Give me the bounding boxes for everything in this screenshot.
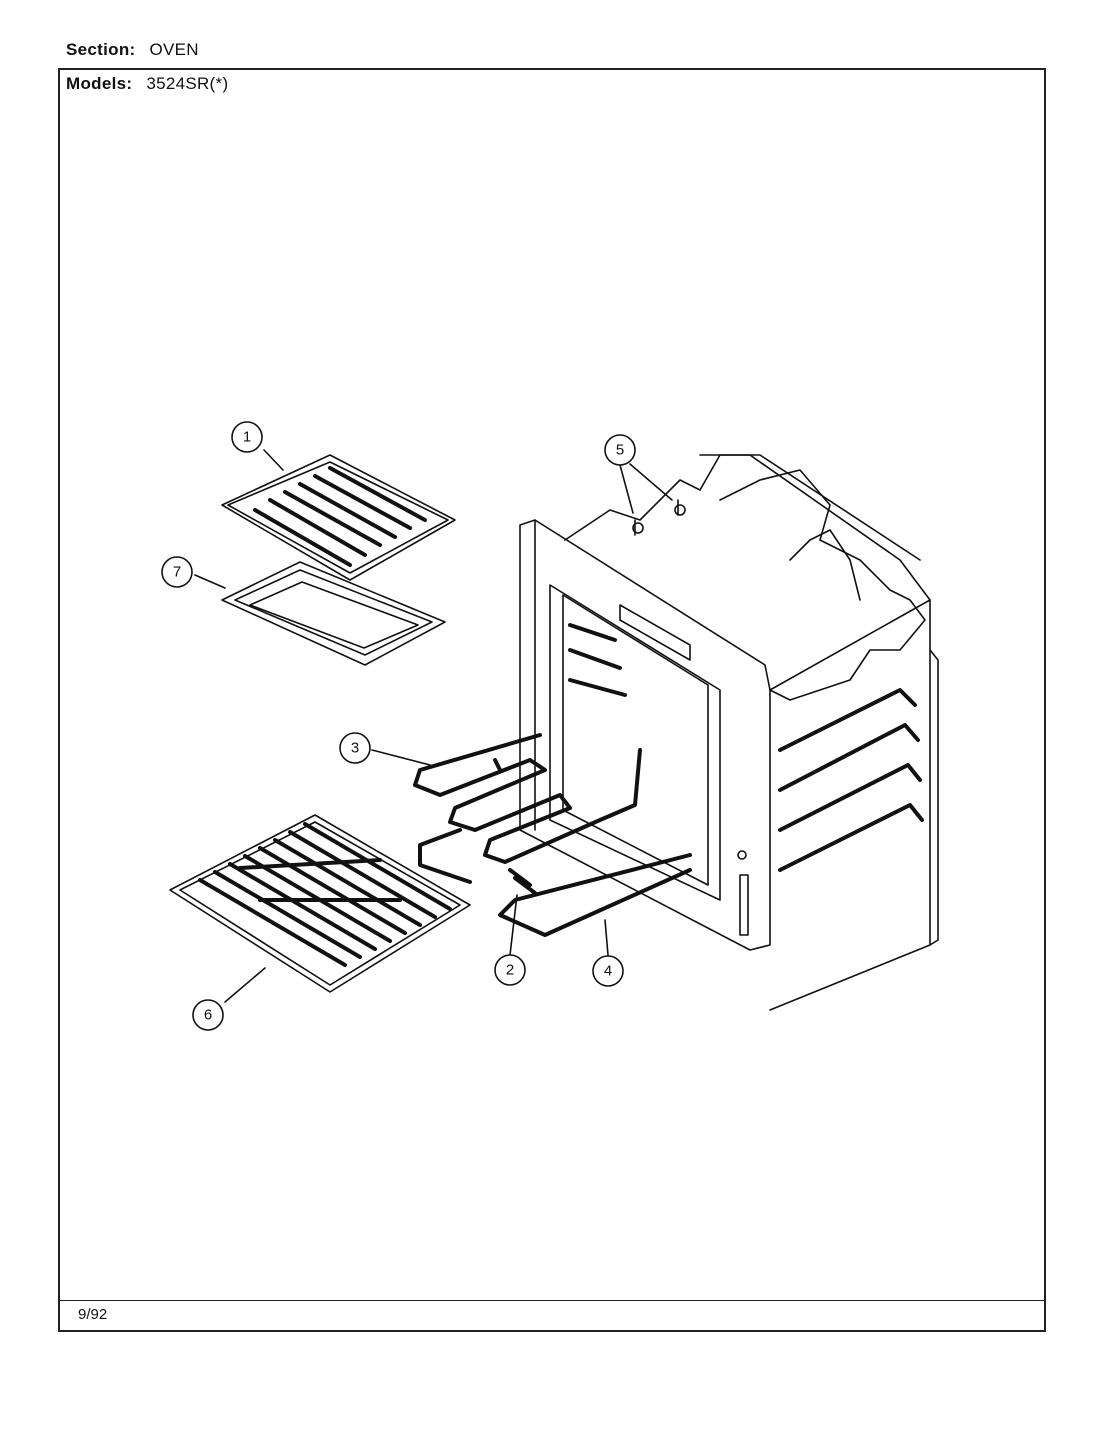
callout-3: 3 (339, 732, 371, 764)
callout-2: 2 (494, 954, 526, 986)
callout-1-label: 1 (243, 429, 251, 446)
models-label: Models: (66, 74, 133, 93)
models-header: Models: 3524SR(*) (66, 74, 228, 94)
footer-date: 9/92 (78, 1306, 108, 1323)
fasteners-part-5 (632, 499, 686, 536)
diagram-frame (58, 68, 1046, 1332)
callout-5-label: 5 (616, 442, 624, 459)
oven-rack-part-6 (169, 814, 471, 993)
callout-7-label: 7 (173, 564, 181, 581)
callout-2-label: 2 (506, 962, 514, 979)
callout-3-label: 3 (351, 740, 359, 757)
broiler-insert-part-1 (221, 454, 456, 581)
models-value: 3524SR(*) (146, 74, 229, 93)
oven-front-frame (519, 519, 771, 951)
bake-element-part-4 (418, 828, 692, 937)
section-header: Section: OVEN (66, 40, 199, 60)
section-label: Section: (66, 40, 136, 59)
footer-divider (58, 1300, 1046, 1301)
bracket-part-2 (508, 868, 537, 895)
callout-4: 4 (592, 955, 624, 987)
callout-6: 6 (192, 999, 224, 1031)
callout-4-label: 4 (604, 963, 612, 980)
oven-cavity (564, 454, 939, 1011)
broiler-pan-part-7 (221, 561, 446, 666)
callout-5: 5 (604, 434, 636, 466)
callout-7: 7 (161, 556, 193, 588)
broil-element-part-3 (413, 733, 642, 864)
section-value: OVEN (149, 40, 199, 59)
callout-1: 1 (231, 421, 263, 453)
leader-lines (194, 449, 673, 1003)
callout-6-label: 6 (204, 1007, 212, 1024)
